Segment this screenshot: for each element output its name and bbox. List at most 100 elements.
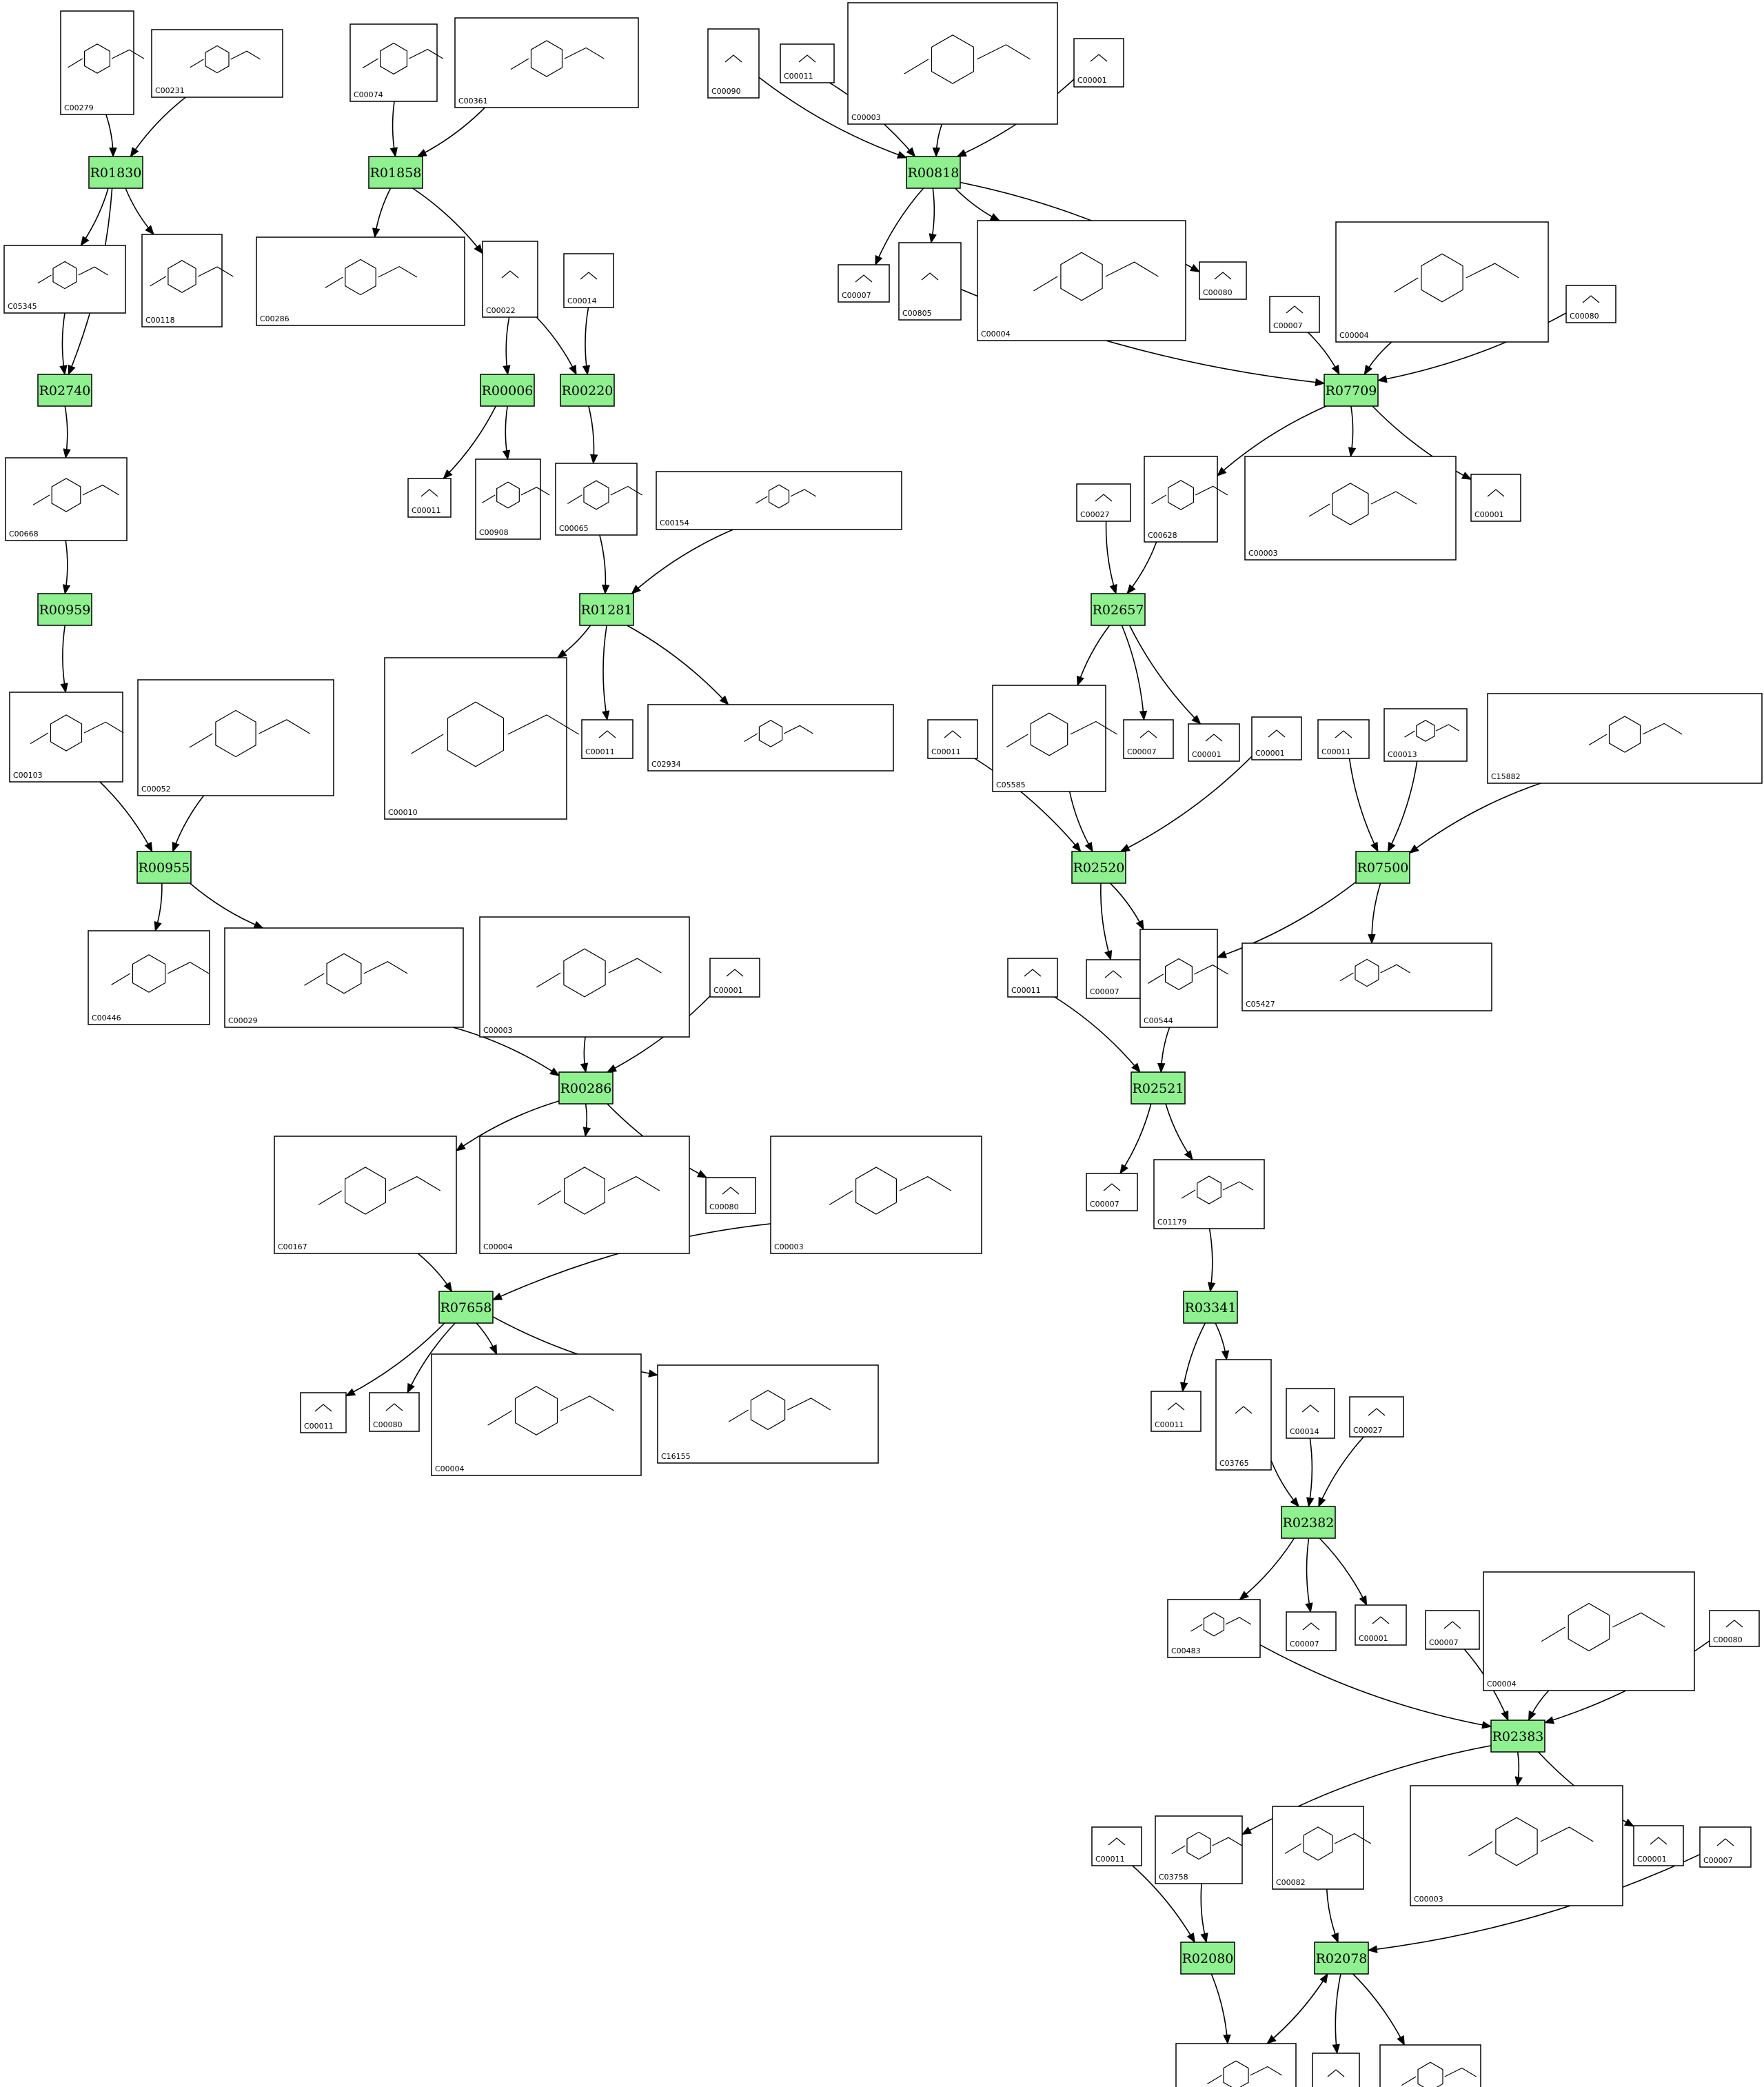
reaction-box[interactable]	[560, 374, 615, 407]
compound-node[interactable]: C05345	[3, 245, 126, 314]
compound-node[interactable]: C00004	[1335, 221, 1549, 343]
compound-box[interactable]	[1633, 1825, 1684, 1866]
reaction-node[interactable]: R02383	[1490, 1720, 1545, 1753]
compound-node[interactable]: C03765	[1215, 1359, 1272, 1471]
compound-box[interactable]	[1355, 1604, 1407, 1646]
compound-node[interactable]: C00014	[563, 253, 614, 308]
compound-node[interactable]: C00908	[475, 458, 550, 540]
reaction-box[interactable]	[1180, 1942, 1235, 1975]
compound-box[interactable]	[563, 253, 614, 308]
compound-node[interactable]: C00011	[300, 1392, 347, 1433]
reaction-node[interactable]: R02740	[37, 374, 92, 407]
compound-node[interactable]: C00001	[1073, 38, 1124, 88]
reaction-node[interactable]: R07658	[438, 1291, 494, 1324]
compound-node[interactable]: C00003	[770, 1136, 982, 1254]
compound-node[interactable]: C00001	[1312, 2053, 1360, 2087]
compound-box[interactable]	[1073, 38, 1124, 88]
compound-box[interactable]	[300, 1392, 347, 1433]
compound-node[interactable]: C00007	[1425, 1610, 1480, 1650]
reaction-node[interactable]: R01281	[579, 593, 634, 626]
compound-box[interactable]	[479, 1136, 690, 1254]
compound-box[interactable]	[1335, 221, 1549, 343]
compound-box[interactable]	[705, 1177, 756, 1214]
compound-node[interactable]: C00805	[898, 242, 962, 321]
compound-node[interactable]: C00082	[1272, 1806, 1372, 1890]
compound-box[interactable]	[555, 463, 638, 536]
compound-box[interactable]	[1241, 942, 1492, 1011]
compound-node[interactable]: C00090	[707, 28, 760, 99]
compound-box[interactable]	[224, 927, 464, 1028]
compound-node[interactable]: C05427	[1241, 942, 1492, 1011]
compound-node[interactable]: C00004	[479, 1136, 690, 1254]
compound-box[interactable]	[1286, 1388, 1335, 1439]
compound-node[interactable]: C00004	[1483, 1571, 1695, 1691]
compound-box[interactable]	[1383, 708, 1468, 762]
reaction-node[interactable]: R07500	[1355, 851, 1410, 884]
compound-node[interactable]: C00080	[1199, 261, 1247, 300]
reaction-box[interactable]	[136, 851, 192, 884]
compound-box[interactable]	[1251, 716, 1302, 760]
compound-box[interactable]	[1199, 261, 1247, 300]
compound-node[interactable]: C00103	[9, 692, 124, 783]
reaction-node[interactable]: R00959	[37, 593, 92, 626]
compound-box[interactable]	[1410, 1785, 1623, 1906]
reaction-box[interactable]	[1131, 1071, 1186, 1105]
compound-node[interactable]: C00011	[927, 719, 978, 759]
compound-box[interactable]	[1425, 1610, 1480, 1650]
reaction-node[interactable]: R02078	[1314, 1942, 1369, 1975]
compound-box[interactable]	[1153, 1159, 1265, 1229]
compound-box[interactable]	[1007, 958, 1058, 998]
compound-box[interactable]	[1470, 474, 1521, 522]
compound-node[interactable]: C00355	[1175, 2043, 1297, 2087]
reaction-box[interactable]	[37, 593, 92, 626]
compound-node[interactable]: C00029	[224, 927, 464, 1028]
compound-box[interactable]	[475, 458, 541, 540]
compound-node[interactable]: C00052	[137, 679, 334, 796]
compound-box[interactable]	[407, 478, 452, 518]
compound-box[interactable]	[479, 916, 690, 1038]
compound-node[interactable]: C00279	[60, 10, 145, 115]
compound-box[interactable]	[369, 1392, 420, 1432]
compound-box[interactable]	[1139, 929, 1218, 1028]
reaction-node[interactable]: R00220	[560, 374, 615, 407]
compound-box[interactable]	[1269, 296, 1320, 333]
reaction-node[interactable]: R00286	[558, 1071, 614, 1105]
compound-node[interactable]: C00286	[256, 236, 465, 326]
compound-node[interactable]: C00004	[431, 1353, 642, 1476]
reaction-box[interactable]	[1071, 851, 1126, 884]
compound-box[interactable]	[1155, 1815, 1243, 1884]
compound-box[interactable]	[1565, 285, 1616, 323]
compound-node[interactable]: C00003	[1244, 456, 1457, 561]
reaction-box[interactable]	[1490, 1720, 1545, 1753]
compound-box[interactable]	[141, 234, 223, 327]
compound-node[interactable]: C00167	[274, 1136, 457, 1254]
compound-box[interactable]	[1215, 1359, 1272, 1471]
compound-node[interactable]: C00080	[705, 1177, 756, 1214]
compound-node[interactable]: C00007	[1286, 1611, 1337, 1651]
compound-node[interactable]: C03758	[1155, 1815, 1243, 1884]
compound-node[interactable]: C00446	[88, 930, 210, 1025]
compound-node[interactable]: C00231	[151, 29, 283, 98]
compound-box[interactable]	[709, 958, 760, 998]
compound-box[interactable]	[1167, 1599, 1261, 1658]
compound-box[interactable]	[431, 1353, 642, 1476]
compound-box[interactable]	[454, 17, 639, 108]
compound-box[interactable]	[657, 1364, 879, 1464]
reaction-node[interactable]: R00955	[136, 851, 192, 884]
reaction-box[interactable]	[1314, 1942, 1369, 1975]
compound-node[interactable]: C00065	[555, 463, 642, 536]
compound-box[interactable]	[1086, 959, 1141, 999]
compound-node[interactable]: C00027	[1349, 1396, 1404, 1438]
compound-box[interactable]	[1188, 723, 1240, 762]
reaction-box[interactable]	[480, 374, 535, 407]
compound-node[interactable]: C00007	[1123, 719, 1174, 759]
compound-box[interactable]	[1150, 1391, 1202, 1432]
compound-node[interactable]: C00118	[141, 234, 234, 327]
compound-box[interactable]	[1349, 1396, 1404, 1438]
compound-node[interactable]: C00014	[1286, 1388, 1335, 1439]
reaction-box[interactable]	[1281, 1506, 1336, 1539]
compound-node[interactable]: C00003	[479, 916, 690, 1038]
compound-box[interactable]	[656, 471, 902, 530]
reaction-node[interactable]: R00006	[480, 374, 535, 407]
compound-node[interactable]: C00011	[1317, 719, 1370, 759]
